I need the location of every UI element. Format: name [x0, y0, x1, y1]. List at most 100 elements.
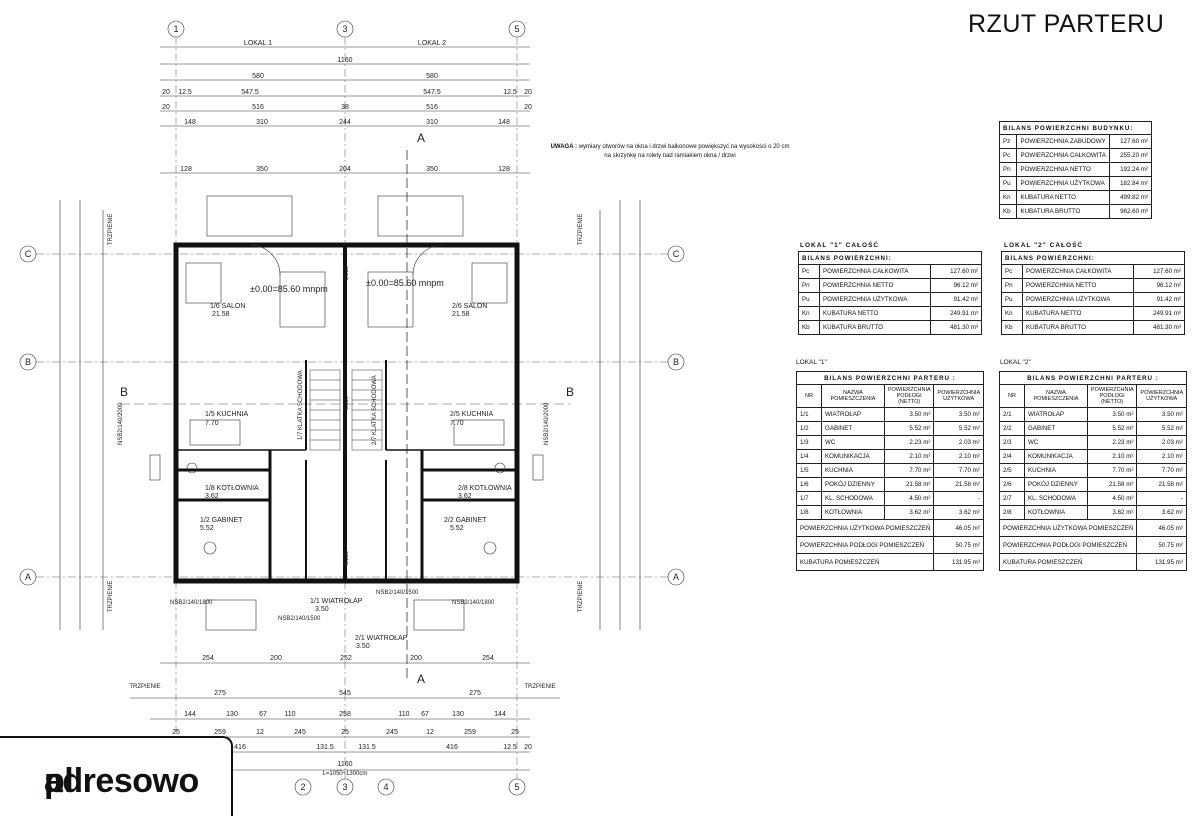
uzyt-cell: 2.03 m²: [933, 435, 984, 450]
svg-text:TRZPIENIE: TRZPIENIE: [578, 214, 584, 245]
value: 91.42: [953, 296, 970, 303]
svg-text:B: B: [566, 385, 574, 399]
name-cell: POWIERZCHNIA NETTO: [1022, 278, 1134, 293]
note-label: UWAGA :: [550, 144, 578, 150]
svg-text:148: 148: [184, 119, 196, 126]
svg-text:A: A: [25, 572, 31, 582]
svg-text:5.52: 5.52: [200, 525, 214, 532]
code-cell: Pc: [1001, 264, 1023, 279]
name-cell: POWIERZCHNIA CAŁKOWITA: [1022, 264, 1134, 279]
adresowo-logo[interactable]: adresowo.pl: [0, 736, 233, 816]
code-cell: Pc: [798, 264, 820, 279]
code-cell: Pu: [798, 292, 820, 307]
svg-text:12: 12: [256, 729, 264, 736]
podl-cell: 3.62 m²: [1086, 505, 1138, 520]
value-cell: 962.60 m³: [1108, 204, 1153, 219]
name-cell: KUBATURA NETTO: [1022, 306, 1134, 321]
code-cell: Pn: [798, 278, 820, 293]
svg-text:20: 20: [524, 104, 532, 111]
svg-text:580: 580: [252, 73, 264, 80]
podl-cell: 7.70 m²: [1086, 463, 1138, 478]
name-cell: KOTŁOWNIA: [821, 505, 885, 520]
value: 2.10: [909, 453, 922, 460]
nr-cell: 2/2: [999, 421, 1025, 436]
value-cell: 182.84 m²: [1108, 176, 1153, 191]
uzyt-cell: 7.70 m²: [933, 463, 984, 478]
svg-text:20: 20: [524, 744, 532, 751]
sum-value: 131.95 m³: [1136, 553, 1187, 571]
name-cell: KUBATURA BRUTTO: [1022, 320, 1134, 335]
nr-cell: 1/7: [796, 491, 822, 506]
nr-cell: 1/2: [796, 421, 822, 436]
name-cell: WIATROŁAP: [821, 407, 885, 422]
svg-text:12: 12: [426, 729, 434, 736]
value: 21.58: [905, 481, 922, 488]
code-cell: Pn: [998, 162, 1018, 177]
sum-name: POWIERZCHNIA PODŁOGI POMIESZCZEŃ: [795, 536, 935, 554]
sum-name: KUBATURA POMIESZCZEŃ: [998, 553, 1138, 571]
svg-text:110: 110: [284, 711, 295, 718]
svg-text:TRZPIENIE: TRZPIENIE: [524, 684, 555, 690]
column-header: NAZWA POMIESZCZENIA: [1024, 384, 1088, 408]
svg-text:350: 350: [256, 166, 268, 173]
warning-note: UWAGA : wymiary otworów na okna i drzwi …: [520, 143, 820, 161]
svg-text:12.5: 12.5: [503, 744, 517, 751]
nr-cell: 1/3: [796, 435, 822, 450]
value: 255.20: [1120, 152, 1140, 159]
value: -: [977, 495, 980, 502]
svg-text:12.5: 12.5: [178, 89, 192, 96]
value: 2.03: [958, 439, 971, 446]
podl-cell: 4.50 m²: [1086, 491, 1138, 506]
unit: m²: [970, 296, 978, 303]
svg-text:3.50: 3.50: [315, 606, 329, 613]
value: 21.58: [955, 481, 971, 488]
unit: m³: [1173, 310, 1181, 317]
unit: m²: [1173, 296, 1181, 303]
value: 962.60: [1120, 208, 1140, 215]
code-cell: Pz: [998, 134, 1018, 149]
value-cell: 127.60 m²: [1133, 264, 1185, 279]
name-cell: KUBATURA BRUTTO: [819, 320, 931, 335]
nr-cell: 1/4: [796, 449, 822, 464]
value: 3.50: [1161, 411, 1174, 418]
name-cell: KL. SCHODOWA: [1024, 491, 1088, 506]
note-line1: wymiary otworów na okna i drzwi balkonow…: [578, 144, 790, 150]
svg-text:3: 3: [342, 782, 347, 792]
value: 4.50: [1112, 495, 1125, 502]
table-header-row: BILANS POWIERZCHNI PARTERU :: [796, 371, 984, 385]
value-cell: 481.30 m³: [930, 320, 982, 335]
value: 2.10: [1112, 453, 1125, 460]
svg-text:B: B: [673, 357, 679, 367]
svg-text:LOKAL 1: LOKAL 1: [244, 40, 272, 47]
podl-cell: 2.23 m²: [883, 435, 935, 450]
unit: m²: [970, 268, 978, 275]
name-cell: KUBATURA BRUTTO: [1016, 204, 1110, 219]
code-cell: Pc: [998, 148, 1018, 163]
sum-value: 50.75 m²: [933, 536, 984, 554]
nr-cell: 2/4: [999, 449, 1025, 464]
uzyt-cell: 21.58 m²: [933, 477, 984, 492]
svg-text:NSB2/140/1800: NSB2/140/1800: [452, 600, 495, 606]
svg-text:545: 545: [339, 690, 351, 697]
svg-text:NSB2/140/2000: NSB2/140/2000: [118, 402, 124, 445]
name-cell: POKÓJ DZIENNY: [821, 477, 885, 492]
svg-text:259: 259: [464, 729, 476, 736]
uzyt-cell: 3.50 m²: [1136, 407, 1187, 422]
code-cell: Pu: [998, 176, 1018, 191]
svg-text:244: 244: [339, 119, 351, 126]
unit: m²: [1140, 166, 1148, 173]
